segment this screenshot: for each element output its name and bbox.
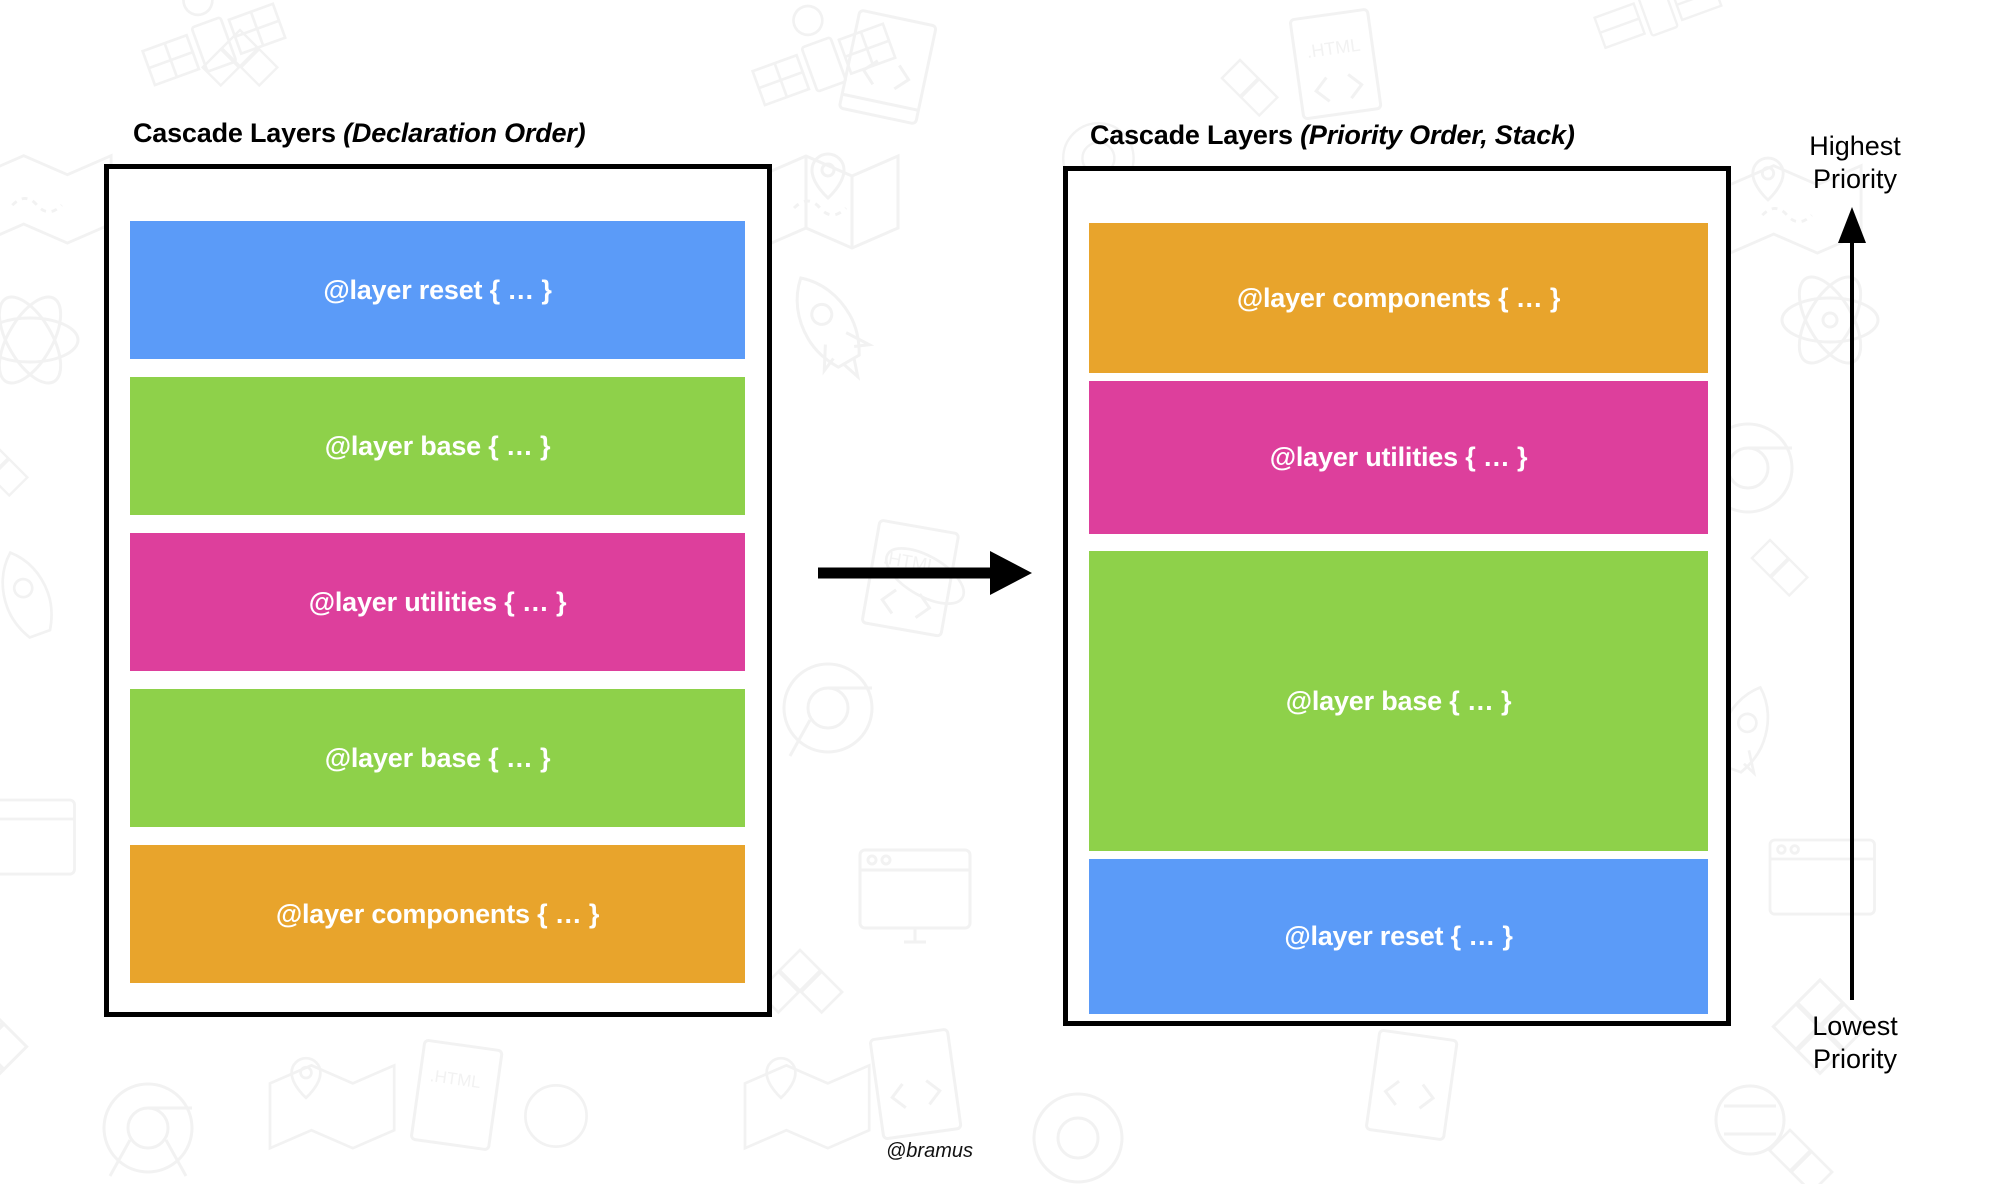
right-panel-title: Cascade Layers (Priority Order, Stack): [1090, 120, 1575, 151]
highest-priority-label: Highest Priority: [1809, 131, 1901, 194]
layer-block-utilities[interactable]: @layer utilities { … }: [1089, 381, 1708, 534]
svg-text:.HTML: .HTML: [429, 1066, 482, 1092]
right-panel-title-main: Cascade Layers: [1090, 120, 1301, 150]
layer-block-label: @layer base { … }: [324, 742, 551, 773]
author-credit: @bramus: [886, 1140, 973, 1162]
left-panel-title-main: Cascade Layers: [133, 118, 344, 148]
declaration-order-box: @layer reset { … } @layer base { … } @la…: [104, 164, 772, 1017]
layer-block-label: @layer base { … }: [1285, 685, 1512, 716]
layer-block-components[interactable]: @layer components { … }: [130, 845, 745, 983]
layer-block-utilities[interactable]: @layer utilities { … }: [130, 533, 745, 671]
lowest-priority-label: Lowest Priority: [1812, 1011, 1898, 1074]
layer-block-reset[interactable]: @layer reset { … }: [130, 221, 745, 359]
svg-text:.HTML: .HTML: [1305, 35, 1361, 62]
layer-block-label: @layer utilities { … }: [308, 586, 567, 617]
layer-block-components[interactable]: @layer components { … }: [1089, 223, 1708, 373]
layer-block-label: @layer reset { … }: [1284, 921, 1513, 951]
layer-block-label: @layer components { … }: [275, 898, 600, 929]
left-panel-title: Cascade Layers (Declaration Order): [133, 118, 586, 149]
layer-block-label: @layer components { … }: [1236, 282, 1561, 313]
layer-block-base-2[interactable]: @layer base { … }: [130, 689, 745, 827]
layer-block-reset[interactable]: @layer reset { … }: [1089, 859, 1708, 1014]
priority-axis-arrow: [1838, 207, 1866, 1000]
left-panel-title-emphasis: (Declaration Order): [343, 118, 586, 148]
layer-block-label: @layer utilities { … }: [1269, 442, 1528, 472]
transform-arrow: [818, 551, 1032, 595]
layer-block-label: @layer base { … }: [324, 430, 551, 461]
layer-block-base-1[interactable]: @layer base { … }: [130, 377, 745, 515]
layer-block-label: @layer reset { … }: [323, 274, 552, 305]
priority-order-box: @layer components { … } @layer utilities…: [1063, 166, 1731, 1026]
layer-block-base[interactable]: @layer base { … }: [1089, 551, 1708, 851]
right-panel-title-emphasis: (Priority Order, Stack): [1300, 120, 1575, 150]
